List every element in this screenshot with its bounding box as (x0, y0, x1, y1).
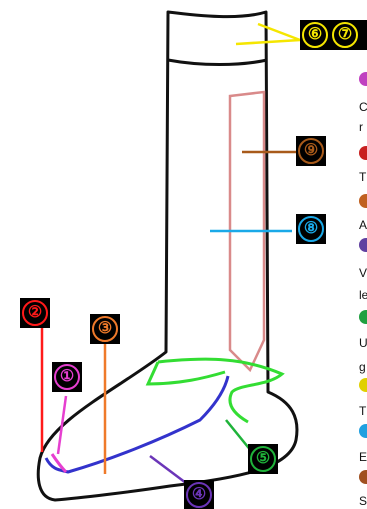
marker-3-label: ③ (92, 316, 118, 342)
marker-5-label: ⑤ (250, 446, 276, 472)
legend-dot (359, 194, 367, 208)
marker-8-label: ⑧ (298, 216, 324, 242)
marker-4-badge: ④ (184, 480, 214, 509)
legend-dot (359, 310, 367, 324)
marker-2-badge: ② (20, 298, 50, 328)
legend-text: E (359, 450, 367, 464)
legend-dot (359, 470, 367, 484)
marker-1-badge: ① (52, 362, 82, 392)
legend-text: U (359, 336, 367, 350)
leader-6b (258, 24, 300, 40)
legend-text: C (359, 100, 367, 114)
sock-outline (38, 12, 297, 500)
legend-text: V (359, 266, 367, 280)
leader-6a (236, 40, 300, 44)
marker-1-label: ① (54, 364, 80, 390)
marker-5-badge: ⑤ (248, 444, 278, 474)
heel-pocket (158, 359, 282, 422)
marker-9-label: ⑨ (298, 138, 324, 164)
marker-7-badge: ⑦ (330, 20, 367, 50)
legend-text: g (359, 360, 367, 374)
legend-dot (359, 72, 367, 86)
legend-dot (359, 238, 367, 252)
marker-6-label: ⑥ (302, 22, 328, 48)
legend-text: S (359, 494, 367, 508)
marker-6-badge: ⑥ (300, 20, 330, 50)
marker-2-label: ② (22, 300, 48, 326)
marker-7-label: ⑦ (332, 22, 358, 48)
legend-text: r (359, 120, 367, 134)
marker-8-badge: ⑧ (296, 214, 326, 244)
marker-9-badge: ⑨ (296, 136, 326, 166)
cuff-line (168, 60, 267, 65)
legend-text: A (359, 218, 367, 232)
legend-dot (359, 146, 367, 160)
legend-dot (359, 424, 367, 438)
instep-band (148, 362, 225, 384)
legend-text: T (359, 170, 367, 184)
legend-dot (359, 378, 367, 392)
marker-3-badge: ③ (90, 314, 120, 344)
legend-text: T (359, 404, 367, 418)
legend-text: le (359, 288, 367, 302)
marker-4-label: ④ (186, 482, 212, 508)
